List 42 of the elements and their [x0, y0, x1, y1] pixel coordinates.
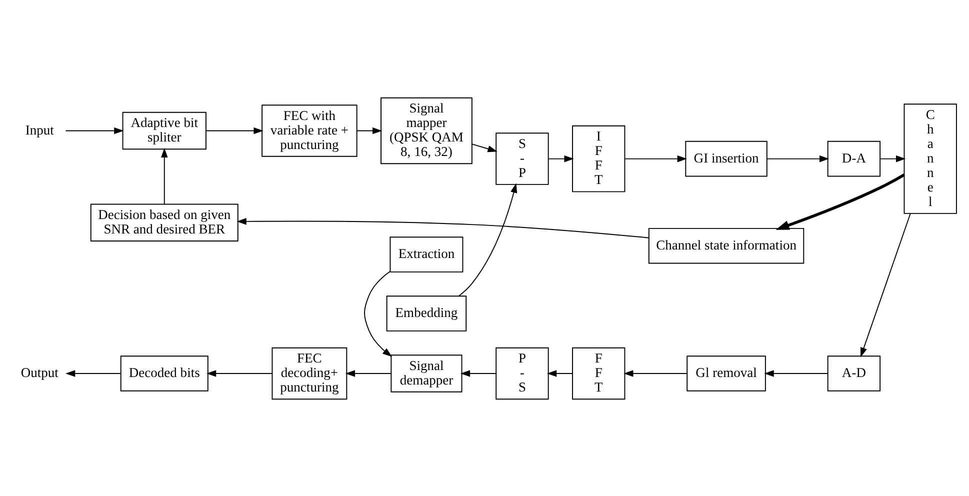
- node-box: F F T: [572, 346, 626, 400]
- node-box: Signal demapper: [390, 354, 462, 392]
- arrow: [860, 212, 911, 357]
- arrow: [624, 154, 688, 162]
- node-box: GI insertion: [685, 140, 768, 176]
- arrow: [458, 182, 518, 296]
- node-box: Channel state information: [648, 227, 804, 264]
- node-box: Adaptive bit spliter: [122, 111, 206, 150]
- node-box: D-A: [827, 140, 881, 176]
- node-box: Signal mapper (QPSK QAM 8, 16, 32): [380, 96, 472, 164]
- node-box: P - S: [496, 346, 549, 400]
- node-box: S - P: [496, 132, 549, 184]
- node-box: C h a n n e l: [904, 103, 957, 214]
- arrow: [548, 154, 574, 162]
- arrow: [236, 218, 650, 238]
- arrow: [345, 370, 392, 376]
- arrow: [206, 370, 273, 376]
- arrow: [764, 370, 828, 376]
- node-box: FEC with variable rate + puncturing: [262, 104, 358, 156]
- arrow: [766, 154, 830, 162]
- arrow: [364, 270, 392, 356]
- node-box: Extraction: [390, 236, 464, 272]
- arrow: [460, 370, 496, 376]
- arrow: [776, 172, 905, 230]
- arrow: [624, 370, 688, 376]
- arrow: [65, 126, 124, 134]
- arrow: [546, 370, 573, 376]
- arrow: [880, 154, 906, 162]
- node-box: A-D: [827, 355, 881, 391]
- node-box: Gl removal: [686, 355, 766, 391]
- arrow: [472, 143, 498, 152]
- node-box: FEC decoding+ puncturing: [272, 346, 348, 400]
- node-text: Input: [25, 122, 54, 137]
- node-box: Decision based on given SNR and desired BER: [90, 203, 238, 241]
- arrow: [356, 126, 382, 134]
- arrow: [65, 370, 122, 376]
- arrow: [206, 126, 264, 134]
- node-text: Output: [20, 364, 58, 380]
- node-box: Embedding: [386, 295, 467, 331]
- node-box: I F F T: [572, 124, 626, 192]
- arrow: [160, 147, 168, 204]
- node-box: Decoded bits: [120, 355, 208, 391]
